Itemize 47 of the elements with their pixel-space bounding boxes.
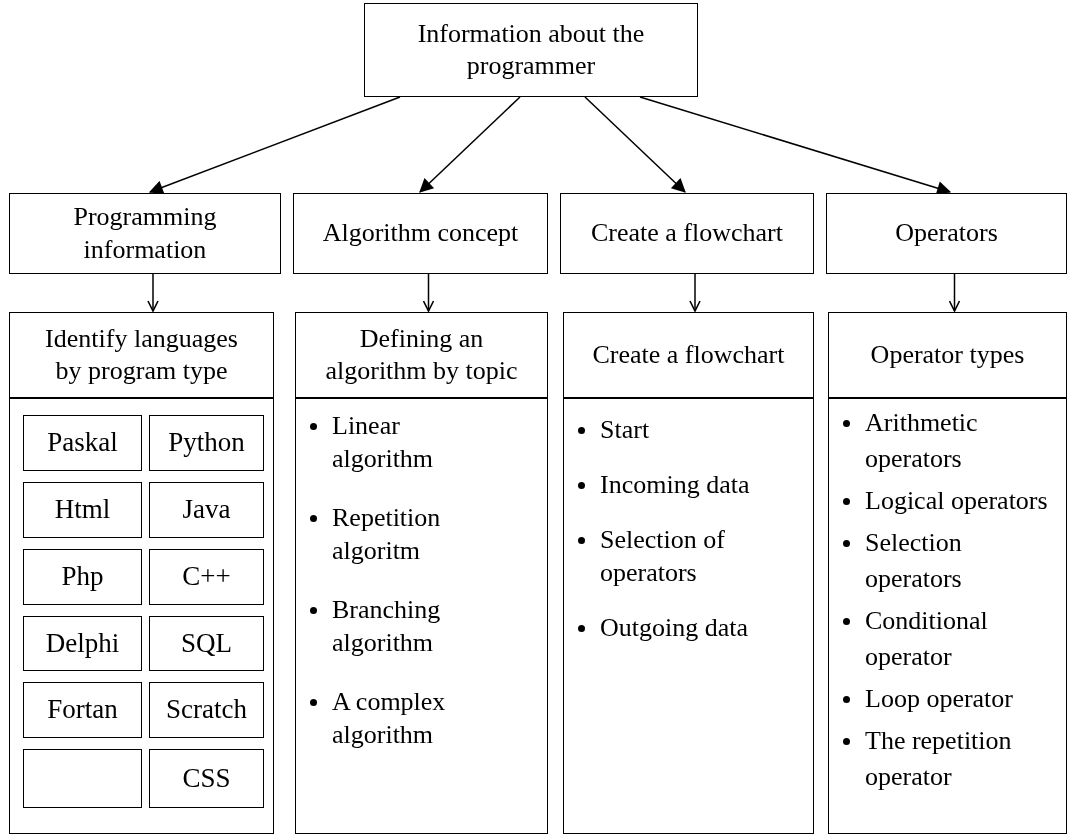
list-item-text: Conditional operator (865, 606, 988, 671)
bullet-list-panel (295, 398, 548, 834)
language-box: Java (149, 482, 264, 538)
list-item-text: The repetition operator (865, 726, 1012, 791)
list-item-text: Loop operator (865, 684, 1013, 713)
arrow (639, 96, 952, 195)
language-box: C++ (149, 549, 264, 605)
root-topic-box: Information about the programmer (364, 3, 698, 97)
list-item-text: Selection operators (865, 528, 962, 593)
topic-box: Create a flowchart (563, 312, 814, 398)
arrow (148, 96, 401, 194)
list-item-text: Repetition algoritm (332, 503, 441, 565)
list-panel (9, 398, 274, 834)
arrow (147, 273, 159, 312)
arrow (584, 96, 686, 193)
language-box: Scratch (149, 682, 264, 738)
language-box: CSS (149, 749, 264, 808)
empty-box (23, 749, 142, 808)
list-item-text: Selection of operators (600, 525, 725, 587)
bullet-list-panel (828, 398, 1067, 834)
language-box: Php (23, 549, 142, 605)
arrow (689, 273, 701, 312)
language-box: Paskal (23, 415, 142, 471)
arrow (422, 273, 435, 312)
language-box: Fortan (23, 682, 142, 738)
list-item-text: Logical operators (865, 486, 1048, 515)
list-item-text: Outgoing data (600, 613, 749, 642)
list-item-text: A complex algorithm (332, 687, 446, 749)
list-item-text: Arithmetic operators (865, 408, 978, 473)
topic-box: Operators (826, 193, 1067, 274)
list-item-text: Incoming data (600, 470, 750, 499)
list-item-text: Linear algorithm (332, 411, 434, 473)
list-item-text: Branching algorithm (332, 595, 441, 657)
topic-box: Defining an algorithm by topic (295, 312, 548, 398)
language-box: Html (23, 482, 142, 538)
arrow (948, 273, 961, 312)
language-box: SQL (149, 616, 264, 671)
language-box: Delphi (23, 616, 142, 671)
topic-box: Identify languages by program type (9, 312, 274, 398)
topic-box: Create a flowchart (560, 193, 814, 274)
topic-box: Algorithm concept (293, 193, 548, 274)
language-box: Python (149, 415, 264, 471)
list-item-text: Start (600, 415, 650, 444)
arrow (419, 96, 521, 193)
topic-box: Programming information (9, 193, 281, 274)
topic-box: Operator types (828, 312, 1067, 398)
bullet-list-panel (563, 398, 814, 834)
